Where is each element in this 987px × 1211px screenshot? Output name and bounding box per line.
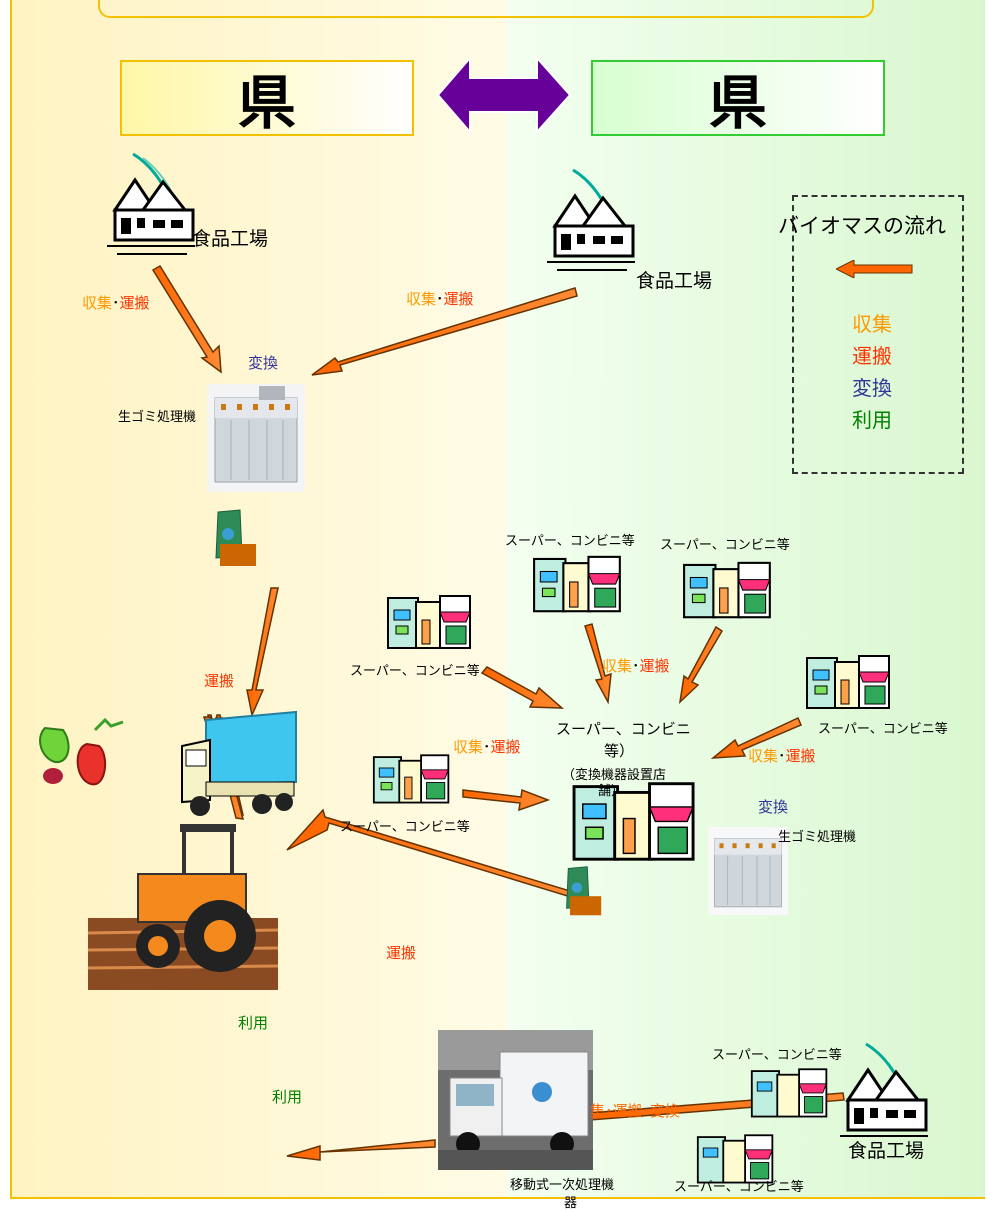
separator-dot: ･ <box>778 748 786 765</box>
top-title-frame <box>98 0 874 18</box>
separator-dot: ･ <box>436 291 444 308</box>
store-center-label-line1: スーパー、コンビニ <box>556 721 691 738</box>
collect-text: 収集 <box>82 295 113 312</box>
arrow-center-to-tractor <box>286 808 576 900</box>
store-label-bottom2: スーパー、コンビニ等 <box>674 1179 804 1194</box>
legend-item-convert: 変換 <box>852 378 892 400</box>
arrow-store-top2-to-center <box>678 625 724 705</box>
legend-item-use: 利用 <box>852 410 892 432</box>
arrow-bag-to-truck <box>246 587 279 718</box>
compost-bag-left-icon <box>215 509 256 566</box>
collect-transport-label-rightside: 収集･運搬 <box>748 745 816 766</box>
collect-text: 収集 <box>602 658 633 675</box>
store-center-icon <box>572 782 695 861</box>
mobile-processor-label-line2: 器 <box>564 1195 578 1210</box>
store-label-top1: スーパー、コンビニ等 <box>505 533 635 548</box>
collect-transport-convert-label: 集･運搬･変換 <box>590 1100 680 1121</box>
food-factory-left-label: 食品工場 <box>192 229 269 250</box>
store-right-icon <box>806 655 890 709</box>
legend-title: バイオマスの流れ <box>778 215 946 238</box>
collect-transport-label-right: 収集･運搬 <box>406 288 474 309</box>
transport-text: 運搬 <box>785 748 816 765</box>
exchange-double-arrow <box>436 55 572 135</box>
convert-label-left: 変換 <box>248 355 279 372</box>
store-label-right: スーパー、コンビニ等 <box>818 721 948 736</box>
collect-text: 収集 <box>406 291 437 308</box>
arrow-store-right-to-center <box>710 716 802 759</box>
use-label-bottom: 利用 <box>272 1089 303 1106</box>
compost-bag-right-icon <box>566 866 602 916</box>
legend-box <box>792 195 964 474</box>
food-factory-left-icon <box>107 152 195 255</box>
transport-text: 運搬 <box>490 739 521 756</box>
collect-transport-convert-text: 集･運搬･変換 <box>590 1103 681 1120</box>
store-label-lowleft: スーパー、コンビニ等 <box>340 819 470 834</box>
arrow-store-left-to-center <box>480 666 565 709</box>
garbage-processor-right-icon <box>708 827 788 915</box>
store-label-left: スーパー、コンビニ等 <box>350 663 480 678</box>
collect-text: 収集 <box>453 739 484 756</box>
store-center-label-line3: （変換機器設置店 <box>562 767 667 782</box>
convert-label-right: 変換 <box>758 799 789 816</box>
garbage-processor-right-label: 生ゴミ処理機 <box>778 829 857 844</box>
mobile-processor-truck-icon <box>438 1030 593 1170</box>
transport-label-left: 運搬 <box>204 673 235 690</box>
store-left-icon <box>387 595 471 649</box>
store-lowleft-icon <box>372 754 450 804</box>
food-factory-right-label: 食品工場 <box>636 271 713 292</box>
transport-text: 運搬 <box>119 295 150 312</box>
store-top1-icon <box>533 555 621 613</box>
legend-arrow-icon <box>836 260 913 278</box>
mobile-processor-label-line1: 移動式一次処理機 <box>510 1177 615 1192</box>
store-top2-icon <box>683 561 771 619</box>
collect-transport-label-lowleft: 収集･運搬 <box>453 736 521 757</box>
store-bottom1-icon <box>750 1068 828 1118</box>
transport-label-bottom: 運搬 <box>386 945 417 962</box>
separator-dot: ･ <box>483 739 491 756</box>
store-bottom2-icon <box>696 1134 774 1184</box>
arrow-factory-right-to-processor <box>311 287 578 376</box>
truck-icon <box>181 710 297 816</box>
transport-text: 運搬 <box>443 291 474 308</box>
legend-item-collect: 収集 <box>852 314 892 336</box>
store-label-bottom1: スーパー、コンビニ等 <box>712 1047 842 1062</box>
left-prefecture-label: 県 <box>120 60 414 136</box>
transport-text: 運搬 <box>639 658 670 675</box>
separator-dot: ･ <box>112 295 120 312</box>
vegetables-icon <box>39 718 124 786</box>
collect-transport-label-left: 収集･運搬 <box>82 292 150 313</box>
tractor-icon <box>88 824 278 990</box>
food-factory-bottom-icon <box>840 1042 928 1137</box>
garbage-processor-left-icon <box>207 384 305 492</box>
arrow-factory-left-to-processor <box>151 264 222 374</box>
arrow-store-lowleft-to-center <box>462 788 551 812</box>
legend-item-transport: 運搬 <box>852 346 892 368</box>
right-prefecture-label: 県 <box>591 60 885 136</box>
collect-text: 収集 <box>748 748 779 765</box>
use-label-top: 利用 <box>238 1015 269 1032</box>
arrow-mobile-to-tractor <box>286 1139 436 1161</box>
left-prefecture-region <box>10 0 510 1199</box>
store-label-top2: スーパー、コンビニ等 <box>660 537 790 552</box>
garbage-processor-left-label: 生ゴミ処理機 <box>118 409 197 424</box>
separator-dot: ･ <box>632 658 640 675</box>
store-center-label-line2: 等） <box>604 743 635 760</box>
store-center-label-line4: 舗） <box>598 783 625 798</box>
collect-transport-label-center: 収集･運搬 <box>602 655 670 676</box>
food-factory-bottom-label: 食品工場 <box>848 1141 925 1162</box>
food-factory-right-icon <box>547 168 635 271</box>
arrow-store-top1-to-center <box>584 623 612 705</box>
